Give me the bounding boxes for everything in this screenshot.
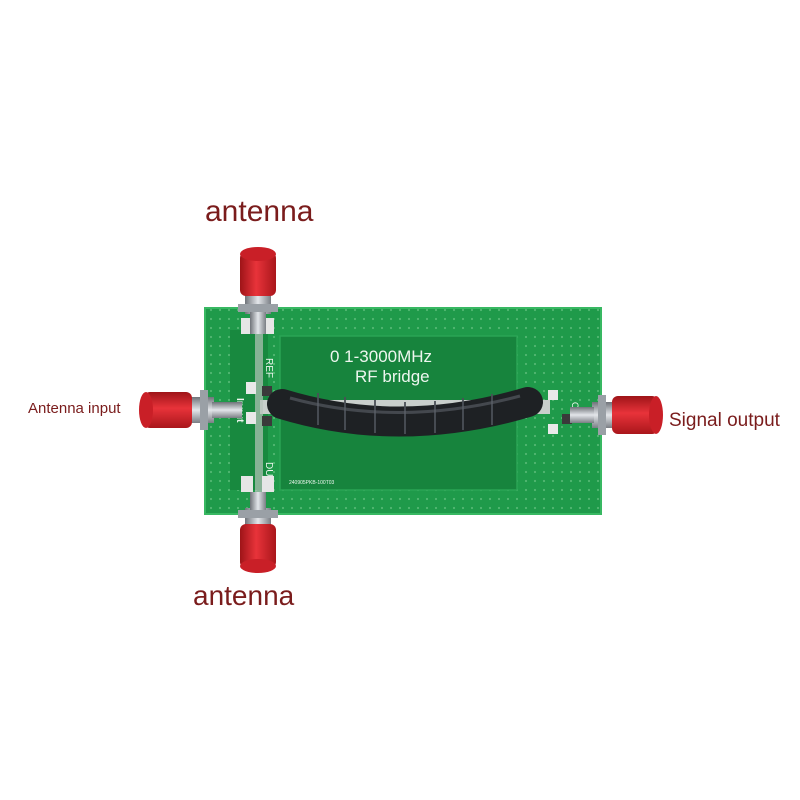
antenna-top-label: antenna [205, 195, 314, 228]
pad-label-ref: REF [263, 358, 274, 378]
sma-connector-right [570, 395, 663, 435]
pad-label-dut: DUT [263, 462, 274, 483]
sma-connector-bottom [238, 492, 278, 573]
silkscreen-title-line2: RF bridge [355, 367, 430, 386]
silkscreen-title-line1: 0 1-3000MHz [330, 347, 432, 366]
signal-output-label: Signal output [669, 410, 780, 431]
ferrite-bead-core [267, 387, 543, 437]
serial-number: 240905PKB-100T03 [289, 480, 335, 486]
antenna-bottom-label: antenna [193, 580, 295, 611]
sma-connector-top [238, 247, 278, 334]
sma-connector-left [139, 390, 242, 430]
antenna-input-label: Antenna input [28, 400, 121, 417]
